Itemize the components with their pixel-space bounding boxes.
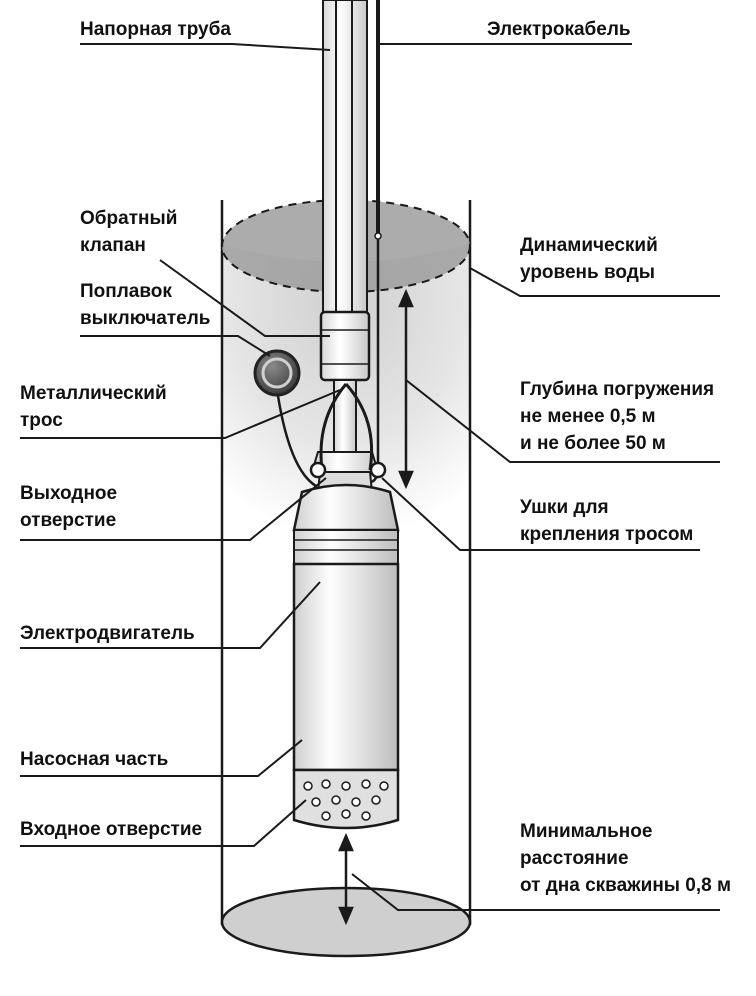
label-min-distance: Минимальное расстояние от дна скважины 0… [520, 821, 732, 896]
check-valve [319, 310, 371, 382]
cable-lug-left [309, 461, 327, 479]
label-cable-lugs: Ушки для крепления тросом [520, 497, 694, 545]
immersion-depth-arrow [398, 288, 414, 490]
leader-lines [20, 43, 720, 911]
pressure-pipe [322, 0, 368, 313]
label-float-switch: Поплавок выключатель [80, 281, 211, 329]
label-metal-cable: Металлический трос [20, 383, 167, 431]
label-motor: Электродвигатель [20, 623, 195, 644]
label-check-valve: Обратный клапан [80, 208, 178, 256]
cable-lug-right [369, 461, 387, 479]
label-inlet: Входное отверстие [20, 819, 203, 840]
intake-holes [303, 779, 389, 821]
label-outlet: Выходное отверстие [20, 483, 118, 531]
label-dynamic-level: Динамический уровень воды [520, 235, 658, 283]
label-immersion-depth: Глубина погружения не менее 0,5 м и не б… [520, 379, 715, 454]
label-power-cable: Электрокабель [487, 19, 631, 40]
metal-cable [319, 383, 374, 471]
min-distance-arrow [338, 832, 354, 926]
well-casing [220, 200, 472, 925]
pump-section [292, 768, 400, 830]
label-pressure-pipe: Напорная труба [80, 19, 231, 40]
pump-body [292, 483, 400, 772]
float-switch [253, 349, 317, 488]
label-pump-section: Насосная часть [20, 749, 169, 770]
